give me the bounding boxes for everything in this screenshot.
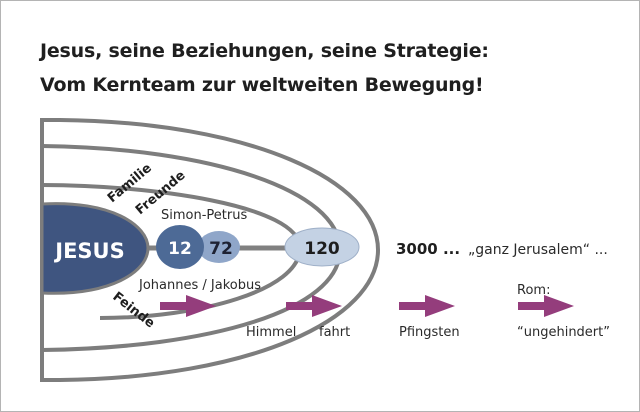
growth-3000-label: 3000 ... <box>396 240 460 258</box>
outer-ring <box>40 118 381 382</box>
seventy-two-label: 72 <box>209 239 233 259</box>
unhindered-label: “ungehindert” <box>517 325 610 340</box>
jesus-label: JESUS <box>53 239 124 263</box>
ascension-label-part2: fahrt <box>319 325 350 340</box>
title-line-2: Vom Kernteam zur weltweiten Bewegung! <box>40 74 484 96</box>
hundred-twenty-node <box>284 227 360 267</box>
pentecost-label: Pfingsten <box>399 325 460 340</box>
arrow-icon <box>286 295 342 317</box>
arrow-icon <box>518 295 574 317</box>
twelve-label: 12 <box>168 239 192 259</box>
jerusalem-label: „ganz Jerusalem“ ... <box>468 242 608 258</box>
johannes-jakobus-label: Johannes / Jakobus <box>138 278 261 293</box>
simon-petrus-label: Simon-Petrus <box>161 208 247 223</box>
title-line-1: Jesus, seine Beziehungen, seine Strategi… <box>40 40 489 62</box>
hundred-twenty-label: 120 <box>304 239 340 259</box>
arrow-icon <box>399 295 455 317</box>
seventy-two-node <box>198 231 240 263</box>
enemies-label: Feinde <box>110 289 158 331</box>
jesus-node <box>40 202 150 295</box>
arrow-icon <box>160 295 216 317</box>
rome-label: Rom: <box>517 283 550 298</box>
twelve-node <box>156 225 204 269</box>
ascension-label-part1: Himmel <box>246 325 296 340</box>
